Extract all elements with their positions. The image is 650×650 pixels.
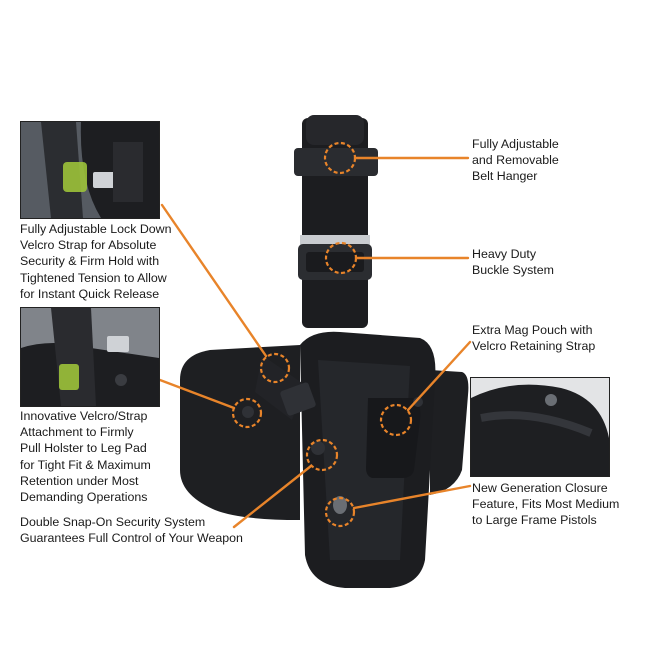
belt-loop-band <box>294 148 378 176</box>
callout-lock-strap: Fully Adjustable Lock Down Velcro Strap … <box>20 222 172 301</box>
lock-strap-detail-photo <box>20 121 160 219</box>
callout-buckle: Heavy Duty Buckle System <box>472 247 554 278</box>
callout-mag-pouch: Extra Mag Pouch with Velcro Retaining St… <box>472 323 596 354</box>
callout-snap-on: Double Snap-On Security System Guarantee… <box>20 515 243 546</box>
callout-closure: New Generation Closure Feature, Fits Mos… <box>472 481 620 528</box>
closure-detail-photo <box>470 377 610 477</box>
velcro-attachment-detail-photo <box>20 307 160 407</box>
callout-velcro-attachment: Innovative Velcro/Strap Attachment to Fi… <box>20 409 151 505</box>
mag-pouch <box>366 398 421 478</box>
callout-belt-hanger: Fully Adjustable and Removable Belt Hang… <box>472 137 559 184</box>
callout-leaders <box>158 156 472 529</box>
